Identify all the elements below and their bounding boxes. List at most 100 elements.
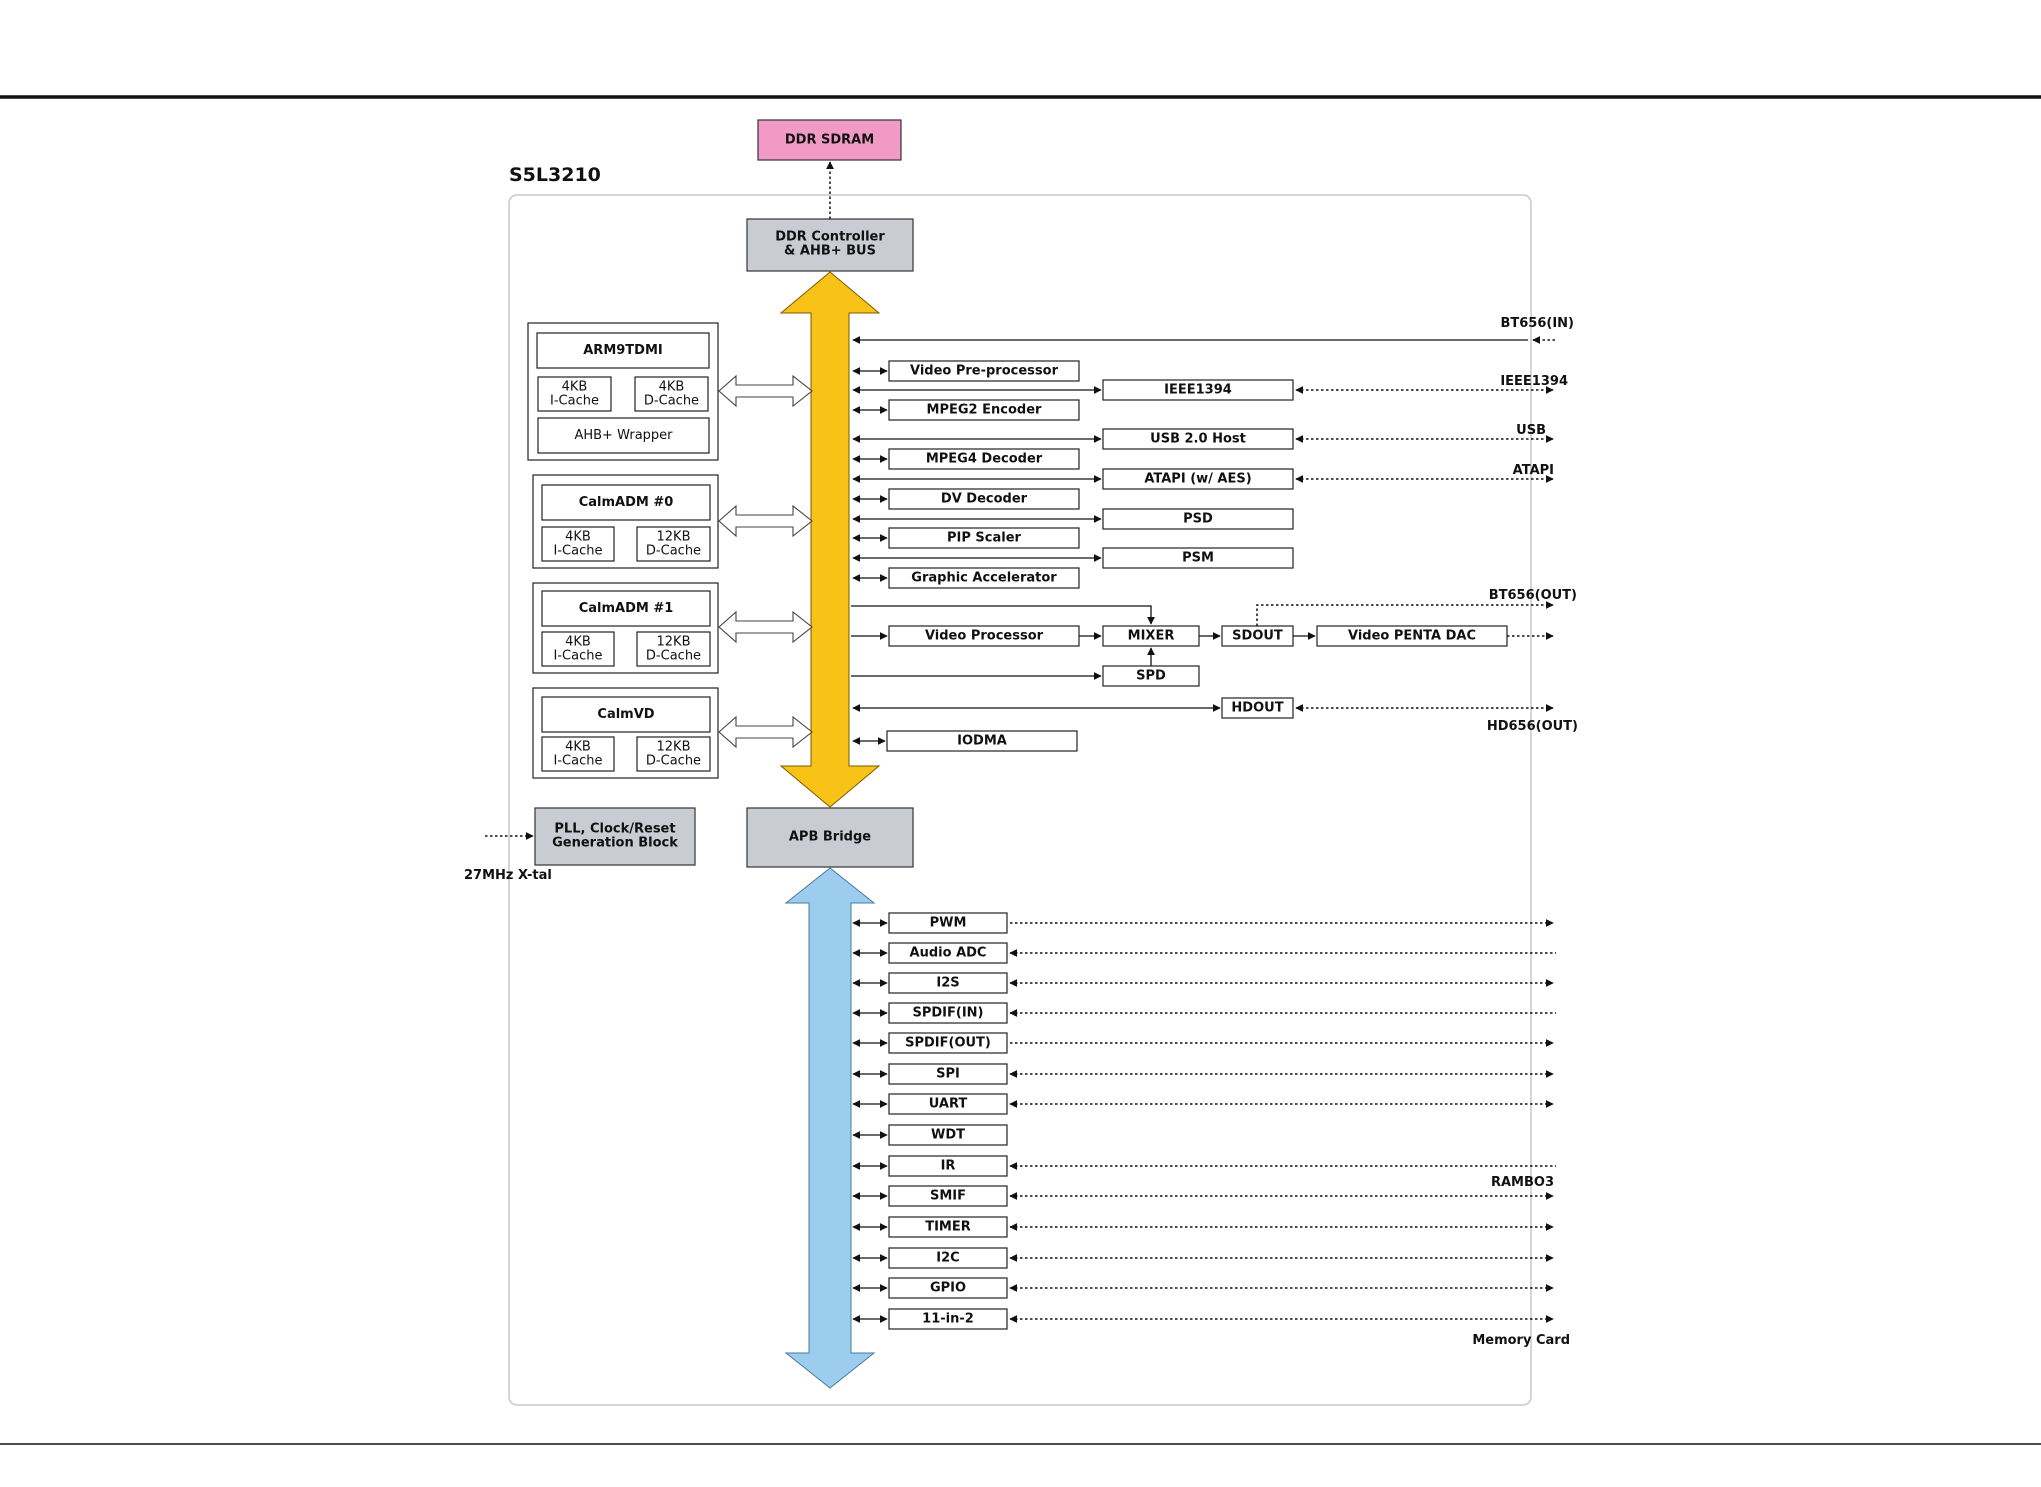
apb-peripheral-spi: SPI [852, 1063, 1554, 1085]
block-label: ATAPI (w/ AES) [1144, 472, 1251, 487]
apb-bridge-block [746, 807, 914, 868]
pll-line2: Generation Block [552, 836, 678, 851]
ext-label: IEEE1394 [1500, 374, 1568, 389]
apb-peripheral-i2c: I2C [852, 1247, 1554, 1269]
memory-card-label: Memory Card [1472, 1333, 1570, 1348]
chip-title: S5L3210 [509, 164, 601, 186]
ahb-block-mpeg4-decoder: MPEG4 Decoder [852, 448, 1080, 470]
ahb-block-pip-scaler: PIP Scaler [852, 527, 1080, 549]
ahb-block-ieee1394: IEEE1394 IEEE1394 [852, 374, 1568, 401]
ddr-sdram-label: DDR SDRAM [785, 133, 874, 148]
ahb-block-atapi: ATAPI (w/ AES) ATAPI [852, 463, 1554, 490]
apb-peripheral-pwm: PWM [852, 912, 1554, 934]
apb-peripheral-11-in-2: 11-in-2 [852, 1308, 1554, 1330]
apb-peripheral-i2s: I2S [852, 972, 1554, 994]
apb-peripheral-gpio: GPIO [852, 1277, 1554, 1299]
ahb-bus [779, 271, 881, 808]
icache-label: I-Cache [554, 649, 603, 664]
block-label: PIP Scaler [947, 531, 1022, 546]
sdout-label: SDOUT [1232, 629, 1283, 644]
apb-peripheral-timer: TIMER [852, 1216, 1554, 1238]
spd-label: SPD [1136, 669, 1166, 684]
peripheral-label: GPIO [930, 1281, 966, 1296]
peripheral-label: SMIF [930, 1189, 966, 1204]
icache-size: 4KB [562, 380, 588, 395]
pll-block [534, 807, 696, 866]
apb-peripheral-ir: IR [852, 1155, 1556, 1177]
dcache-size: 12KB [657, 530, 691, 545]
cpu-calmvd: CalmVD 4KB I-Cache 12KB D-Cache [532, 687, 719, 779]
ahb-block-dv-decoder: DV Decoder [852, 488, 1080, 510]
block-label: MPEG4 Decoder [926, 452, 1043, 467]
ahb-block-usb-host: USB 2.0 Host USB [852, 423, 1554, 450]
rambo3-label: RAMBO3 [1491, 1175, 1554, 1190]
apb-peripheral-audio-adc: Audio ADC [852, 942, 1556, 964]
icache-label: I-Cache [554, 544, 603, 559]
dcache-size: 12KB [657, 740, 691, 755]
apb-peripheral-spdif-in: SPDIF(IN) [852, 1002, 1556, 1024]
dcache-label: D-Cache [646, 544, 701, 559]
dcache-label: D-Cache [646, 649, 701, 664]
mixer-label: MIXER [1128, 629, 1175, 644]
peripheral-label: Audio ADC [910, 946, 987, 961]
icache-size: 4KB [565, 740, 591, 755]
xtal-label: 27MHz X-tal [464, 868, 552, 883]
cpu-name: CalmADM #1 [579, 601, 674, 616]
peripheral-label: 11-in-2 [922, 1312, 974, 1327]
hd656-out-label: HD656(OUT) [1487, 719, 1578, 734]
block-label: DV Decoder [941, 492, 1028, 507]
cpu-calmadm-1: CalmADM #1 4KB I-Cache 12KB D-Cache [532, 582, 719, 674]
hdout-label: HDOUT [1231, 701, 1283, 716]
ahb-block-video-pre-processor: Video Pre-processor [852, 360, 1080, 382]
ddr-controller-line1: DDR Controller [775, 230, 885, 245]
icache-size: 4KB [565, 530, 591, 545]
cpu-name: CalmADM #0 [579, 495, 674, 510]
peripheral-label: PWM [930, 916, 967, 931]
video-output-path: Video Processor MIXER SDOUT Video PENTA … [851, 588, 1578, 752]
peripheral-label: IR [941, 1159, 956, 1174]
block-label: Graphic Accelerator [911, 571, 1057, 586]
peripheral-label: TIMER [925, 1220, 971, 1235]
apb-peripheral-uart: UART [852, 1093, 1554, 1115]
block-label: PSM [1182, 551, 1214, 566]
peripheral-label: I2C [936, 1251, 959, 1266]
apb-peripherals: PWM Audio ADC I2S SPDIF(IN) SPDIF(OUT) SPI UAR… [852, 912, 1556, 1330]
ext-label: ATAPI [1513, 463, 1554, 478]
bt656-out-label: BT656(OUT) [1489, 588, 1577, 603]
icache-size: 4KB [565, 635, 591, 650]
cpu-arm9tdmi: ARM9TDMI 4KB I-Cache 4KB D-Cache AHB+ Wr… [527, 322, 719, 461]
ahb-wrapper: AHB+ Wrapper [574, 428, 673, 443]
peripheral-label: I2S [936, 976, 959, 991]
dcache-label: D-Cache [646, 754, 701, 769]
cpu-name: ARM9TDMI [583, 343, 663, 358]
dcache-size: 12KB [657, 635, 691, 650]
video-processor-label: Video Processor [925, 629, 1044, 644]
block-label: PSD [1183, 512, 1213, 527]
ddr-controller-block [746, 218, 914, 272]
peripheral-label: SPDIF(IN) [913, 1006, 984, 1021]
dac-label: Video PENTA DAC [1348, 629, 1476, 644]
peripheral-label: WDT [931, 1128, 965, 1143]
block-label: IEEE1394 [1164, 383, 1232, 398]
cpu-name: CalmVD [597, 707, 654, 722]
ahb-block-mpeg2-encoder: MPEG2 Encoder [852, 399, 1080, 421]
ahb-block-psd: PSD [852, 508, 1294, 530]
apb-bridge-label: APB Bridge [789, 830, 871, 845]
icache-label: I-Cache [550, 394, 599, 409]
block-label: Video Pre-processor [910, 364, 1059, 379]
peripheral-label: UART [929, 1097, 968, 1112]
cpu-bus-links [718, 374, 813, 749]
ahb-block-psm: PSM [852, 547, 1294, 569]
cpu-calmadm-0: CalmADM #0 4KB I-Cache 12KB D-Cache [532, 474, 719, 569]
apb-peripheral-spdif-out: SPDIF(OUT) [852, 1032, 1554, 1054]
apb-bus [784, 867, 876, 1389]
icache-label: I-Cache [554, 754, 603, 769]
dcache-label: D-Cache [644, 394, 699, 409]
ddr-controller-line2: & AHB+ BUS [784, 244, 876, 259]
block-label: USB 2.0 Host [1150, 432, 1246, 447]
iodma-label: IODMA [957, 734, 1007, 749]
peripheral-label: SPI [936, 1067, 960, 1082]
ext-label: USB [1516, 423, 1546, 438]
chip-frame [508, 194, 1532, 1406]
